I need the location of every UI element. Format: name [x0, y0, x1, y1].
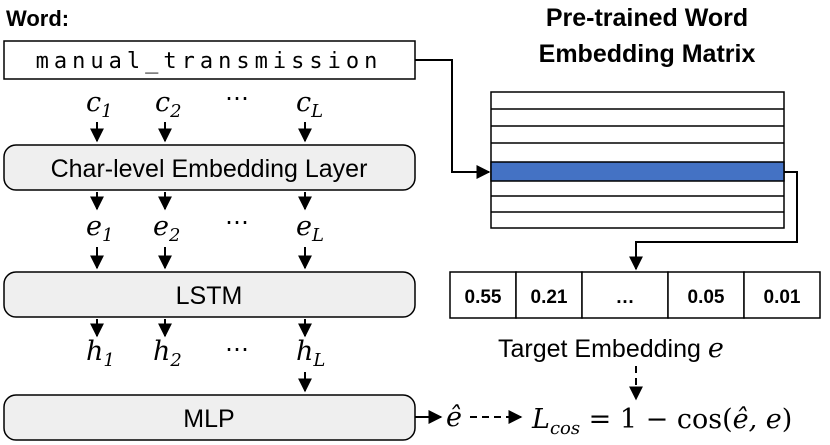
- char-input: c2: [155, 87, 182, 122]
- target-cell: [743, 271, 821, 319]
- target-value: 0.55: [465, 287, 502, 308]
- target-symbol: e: [708, 333, 724, 364]
- target-embedding-label: Target Embedding e: [498, 333, 724, 364]
- embedding-matrix: [490, 91, 785, 229]
- char-input: c1: [86, 87, 113, 122]
- target-value: 0.05: [688, 287, 725, 308]
- word-label: Word:: [6, 6, 69, 31]
- char-embedding-layer-label: Char-level Embedding Layer: [51, 155, 368, 183]
- target-vector: 0.55 0.21 … 0.05 0.01: [449, 271, 821, 319]
- target-cell: [581, 271, 669, 319]
- embedding: e2: [153, 211, 180, 246]
- hidden-state: h2: [153, 336, 182, 371]
- hidden-state: hL: [296, 336, 325, 371]
- hidden-ellipsis: ⋯: [225, 335, 249, 363]
- target-value: …: [616, 287, 635, 308]
- matrix-frame: [490, 91, 785, 229]
- target-value: 0.01: [764, 287, 801, 308]
- char-embedding-layer: [3, 144, 416, 191]
- matrix-highlighted-row: [490, 161, 785, 182]
- mlp-label: MLP: [183, 405, 234, 433]
- char-input: cL: [296, 87, 323, 122]
- loss-equals: = 1 − cos(: [580, 404, 733, 435]
- char-ellipsis: ⋯: [225, 84, 249, 112]
- hidden-state: h1: [86, 336, 115, 371]
- word-to-matrix-arrow: [415, 59, 491, 179]
- embedding-ellipsis: ⋯: [225, 208, 249, 236]
- loss-args: ê, e: [733, 404, 782, 435]
- embedding: eL: [296, 211, 324, 246]
- prediction-symbol: ê: [446, 402, 462, 433]
- lstm-label: LSTM: [176, 282, 243, 310]
- loss-lhs: L: [531, 404, 550, 435]
- matrix-title-line2: Embedding Matrix: [539, 40, 756, 68]
- word-value: manual_transmission: [36, 49, 383, 74]
- matrix-title-line1: Pre-trained Word: [546, 4, 748, 32]
- hidden-states-row: h1 h2 ⋯ hL: [86, 335, 325, 371]
- loss-lhs-subscript: cos: [550, 418, 580, 439]
- lstm-layer: [3, 271, 416, 318]
- target-label-text: Target Embedding: [498, 335, 708, 363]
- word-box: [3, 40, 416, 80]
- embeddings-row: e1 e2 ⋯ eL: [86, 208, 324, 246]
- target-cell: [667, 271, 745, 319]
- embedding: e1: [86, 211, 113, 246]
- target-value: 0.21: [531, 287, 568, 308]
- char-inputs: c1 c2 ⋯ cL: [86, 84, 323, 122]
- matrix-to-target-arrow: [629, 171, 798, 271]
- loss-formula: Lcos = 1 − cos(ê, e): [531, 404, 792, 439]
- loss-close: ): [782, 404, 793, 435]
